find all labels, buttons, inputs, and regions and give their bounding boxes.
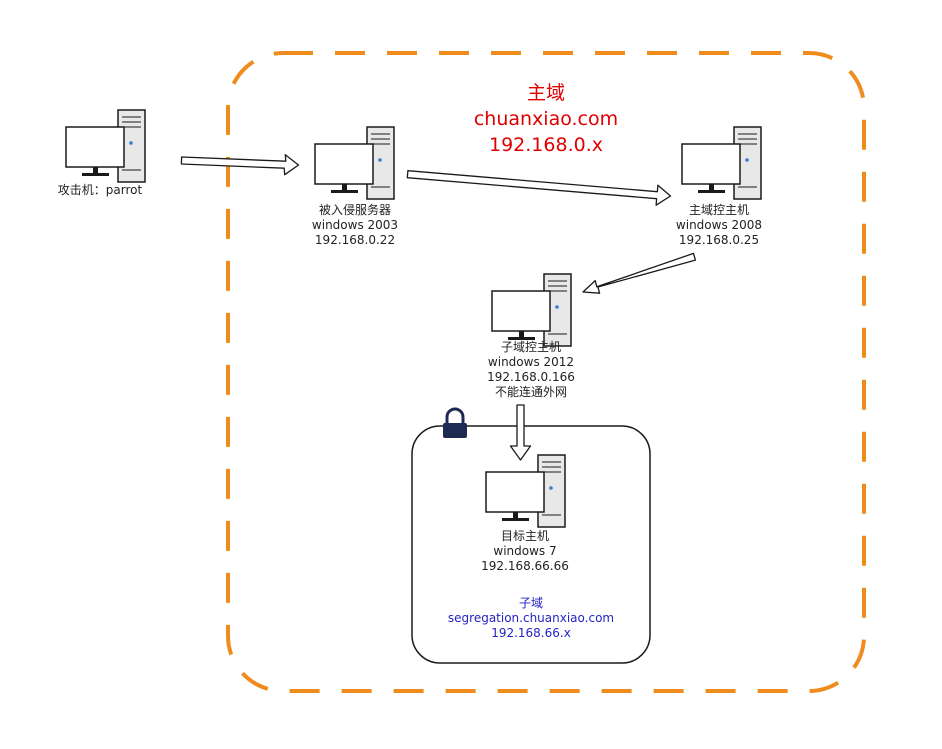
target-label: 目标主机 windows 7 192.168.66.66 — [460, 529, 590, 574]
sub-domain-name: 子域 — [518, 596, 543, 610]
compromised-server-computer-icon — [314, 126, 395, 200]
target-name: 目标主机 — [500, 529, 549, 543]
arrow-server-to-main-dc — [406, 170, 672, 206]
sub-dc-name: 子域控主机 — [500, 340, 561, 354]
main-dc-name: 主域控主机 — [688, 203, 749, 217]
main-domain-subnet: 192.168.0.x — [489, 134, 603, 156]
sub-dc-os: windows 2012 — [487, 355, 575, 369]
arrow-main-dc-to-sub-dc — [582, 252, 697, 294]
lock-icon — [443, 407, 467, 438]
main-domain-boundary — [226, 51, 866, 693]
main-dc-computer-icon — [681, 126, 762, 200]
arrow-sub-dc-to-target — [509, 404, 532, 461]
compromised-server-label: 被入侵服务器 windows 2003 192.168.0.22 — [290, 203, 420, 248]
sub-dc-ip: 192.168.0.166 — [487, 370, 575, 384]
main-domain-label: 主域 chuanxiao.com 192.168.0.x — [446, 80, 646, 158]
main-dc-ip: 192.168.0.25 — [678, 233, 760, 247]
sub-domain-boundary — [411, 425, 651, 664]
compromised-server-name: 被入侵服务器 — [318, 203, 391, 217]
target-ip: 192.168.66.66 — [481, 559, 569, 573]
sub-dc-label: 子域控主机 windows 2012 192.168.0.166 不能连通外网 — [466, 340, 596, 400]
compromised-server-os: windows 2003 — [311, 218, 399, 232]
main-dc-label: 主域控主机 windows 2008 192.168.0.25 — [654, 203, 784, 248]
sub-dc-computer-icon — [491, 273, 572, 347]
target-os: windows 7 — [493, 544, 557, 558]
attacker-computer-icon — [65, 109, 146, 183]
arrow-attacker-to-server — [180, 154, 300, 176]
sub-domain-label: 子域 segregation.chuanxiao.com 192.168.66.… — [412, 596, 650, 641]
target-computer-icon — [485, 454, 566, 528]
main-domain-name: 主域 — [526, 82, 565, 104]
sub-domain-subnet: 192.168.66.x — [491, 626, 571, 640]
sub-domain-fqdn: segregation.chuanxiao.com — [447, 611, 615, 625]
attacker-label: 攻击机：parrot — [40, 183, 160, 198]
attacker-name: 攻击机：parrot — [57, 183, 143, 197]
main-dc-os: windows 2008 — [675, 218, 763, 232]
compromised-server-ip: 192.168.0.22 — [314, 233, 396, 247]
sub-dc-note: 不能连通外网 — [494, 385, 567, 399]
main-domain-fqdn: chuanxiao.com — [473, 108, 619, 130]
